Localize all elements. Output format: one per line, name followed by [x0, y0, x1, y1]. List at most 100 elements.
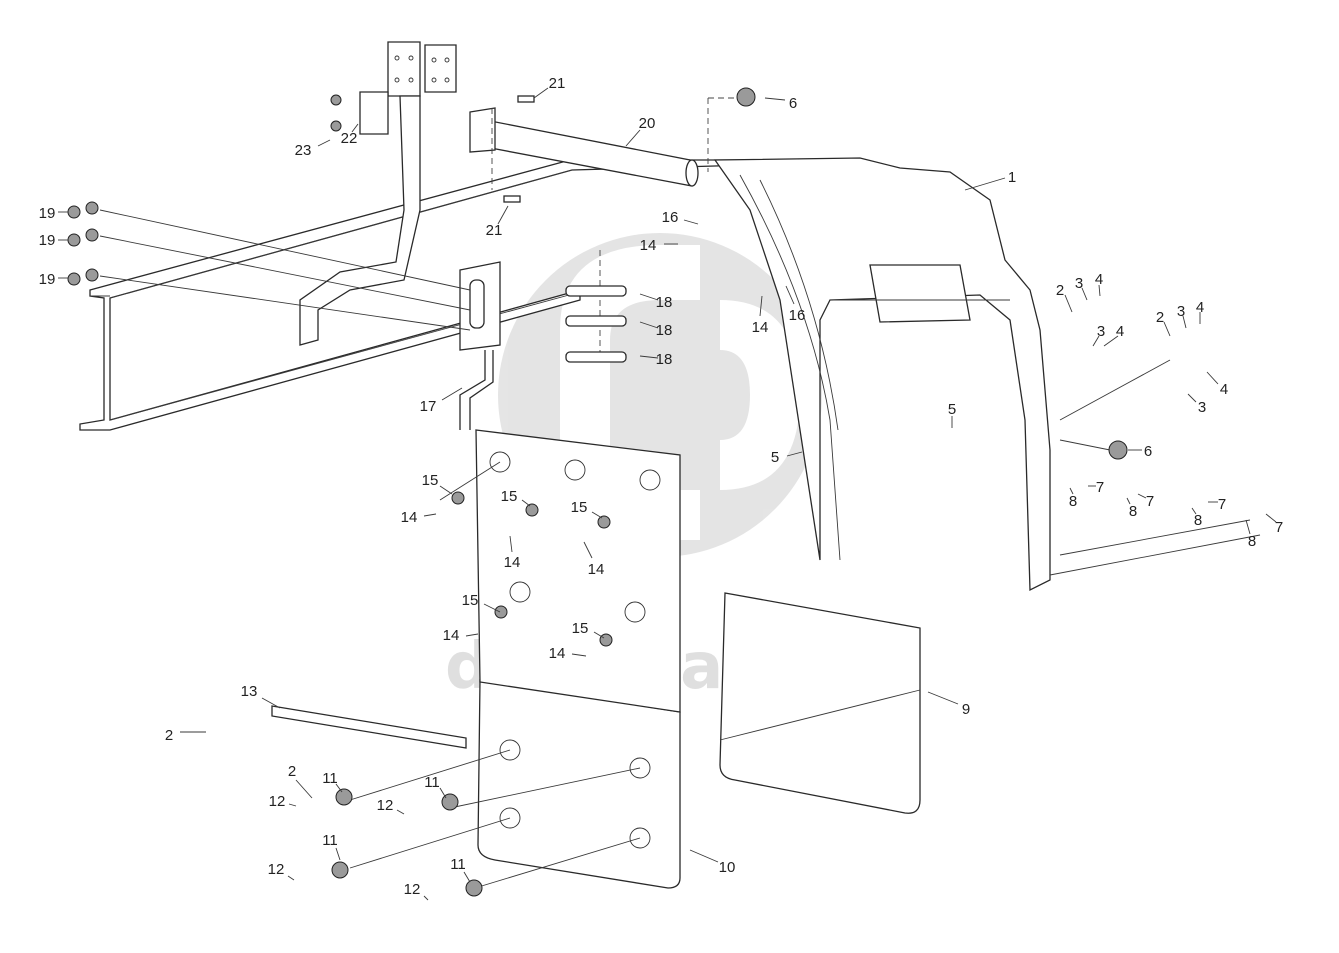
callout-label-c7a: 7	[1096, 479, 1104, 496]
callout-label-c18c: 18	[656, 351, 673, 368]
leader-line-c16a	[683, 219, 699, 225]
callout-label-c18a: 18	[656, 294, 673, 311]
callout-label-c11c: 11	[322, 832, 338, 849]
leader-line-c8b	[1126, 497, 1131, 505]
leader-line-c4a	[1098, 284, 1101, 297]
callout-label-c10: 10	[719, 859, 736, 876]
callout-label-c12b: 12	[377, 797, 394, 814]
leader-line-c15a	[439, 485, 453, 495]
splash-panel	[475, 429, 681, 713]
leader-line-c14c	[583, 541, 593, 559]
support-tube	[469, 107, 699, 187]
leader-line-c4d	[1206, 371, 1219, 385]
leader-line-c15d	[483, 603, 501, 613]
leader-line-c5b	[786, 451, 803, 457]
leader-line-c3c	[1182, 315, 1187, 329]
callout-label-c5b: 5	[771, 449, 779, 466]
callout-label-c8a: 8	[1069, 493, 1077, 510]
callout-label-c8b: 8	[1129, 503, 1137, 520]
hinge-bracket	[459, 261, 501, 430]
leader-line-c21a	[533, 87, 549, 99]
callout-label-c23: 23	[295, 142, 312, 159]
callout-label-c8c: 8	[1194, 512, 1202, 529]
leader-line-c18b	[639, 321, 659, 329]
leader-line-c3b	[1092, 335, 1100, 347]
leader-line-c18c	[639, 355, 659, 359]
lower-plate	[477, 679, 681, 889]
callout-label-c3a: 3	[1075, 275, 1083, 292]
leader-line-c23	[317, 139, 331, 147]
leader-line-c14b	[509, 535, 513, 553]
leader-line-c18a	[639, 293, 659, 301]
leader-line-c8c	[1191, 507, 1197, 515]
callout-label-c7b: 7	[1146, 493, 1154, 510]
leader-line-c12d	[423, 895, 429, 901]
callout-label-c14f: 14	[640, 237, 657, 254]
assembly-guide-lines	[99, 97, 1261, 889]
leader-line-c14a	[423, 513, 437, 517]
callout-label-c19a: 19	[39, 205, 56, 222]
leader-line-c6a	[764, 97, 786, 101]
callout-label-c14a: 14	[401, 509, 418, 526]
callout-label-c12d: 12	[404, 881, 421, 898]
leader-line-c2b	[1163, 321, 1171, 337]
leader-line-c7b	[1137, 493, 1147, 499]
callout-label-c14g: 14	[752, 319, 769, 336]
callout-label-c14d: 14	[443, 627, 460, 644]
callout-label-c17: 17	[420, 398, 437, 415]
leader-line-c17	[441, 387, 463, 401]
leader-line-c7d	[1265, 513, 1277, 523]
leader-line-c21b	[497, 205, 509, 225]
callout-label-c11b: 11	[424, 774, 440, 791]
leader-line-c11d	[463, 871, 471, 883]
callout-label-c14e: 14	[549, 645, 566, 662]
leader-line-c10	[689, 849, 719, 863]
leader-line-c15b	[521, 499, 531, 507]
callout-label-c15a: 15	[422, 472, 439, 489]
mud-flap	[719, 592, 921, 814]
callout-label-c2d: 2	[165, 727, 173, 744]
callout-label-c13: 13	[241, 683, 258, 700]
leader-line-c1	[964, 177, 1006, 191]
callout-label-c21b: 21	[486, 222, 503, 239]
leader-line-c14d	[465, 633, 479, 637]
callout-label-c12c: 12	[268, 861, 285, 878]
callout-label-c8d: 8	[1248, 533, 1256, 550]
callout-label-c16b: 16	[789, 307, 806, 324]
callout-label-c1: 1	[1008, 169, 1016, 186]
leader-line-c11a	[335, 783, 343, 793]
callout-label-c2a: 2	[1056, 282, 1064, 299]
leader-line-c3a	[1081, 287, 1088, 301]
callout-label-c19b: 19	[39, 232, 56, 249]
callout-label-c14b: 14	[504, 554, 521, 571]
leader-line-c15c	[591, 511, 603, 519]
leader-line-c20	[625, 129, 641, 147]
leader-line-c13	[261, 697, 281, 709]
leader-line-c12c	[287, 875, 295, 881]
callout-label-c6a: 6	[789, 95, 797, 112]
callout-label-c21a: 21	[549, 75, 566, 92]
callout-label-c15e: 15	[572, 620, 589, 637]
leader-line-c14g	[759, 295, 763, 317]
callout-label-c4b: 4	[1116, 323, 1124, 340]
callout-label-c6b: 6	[1144, 443, 1152, 460]
leader-line-c8a	[1069, 487, 1074, 495]
leader-line-c2c	[295, 779, 313, 799]
callout-label-c22: 22	[341, 130, 358, 147]
callout-label-c15b: 15	[501, 488, 518, 505]
callout-label-c15c: 15	[571, 499, 588, 516]
callout-label-c9: 9	[962, 701, 970, 718]
leader-line-c22	[351, 123, 359, 133]
callout-label-c2c: 2	[288, 763, 296, 780]
callout-label-c18b: 18	[656, 322, 673, 339]
leader-line-c11c	[335, 847, 341, 861]
fender-body	[713, 157, 1051, 592]
callout-label-c4c: 4	[1196, 299, 1204, 316]
callout-label-c2b: 2	[1156, 309, 1164, 326]
leader-line-c11b	[439, 787, 447, 799]
callout-label-c3b: 3	[1097, 323, 1105, 340]
hardware-parts	[67, 87, 1128, 897]
